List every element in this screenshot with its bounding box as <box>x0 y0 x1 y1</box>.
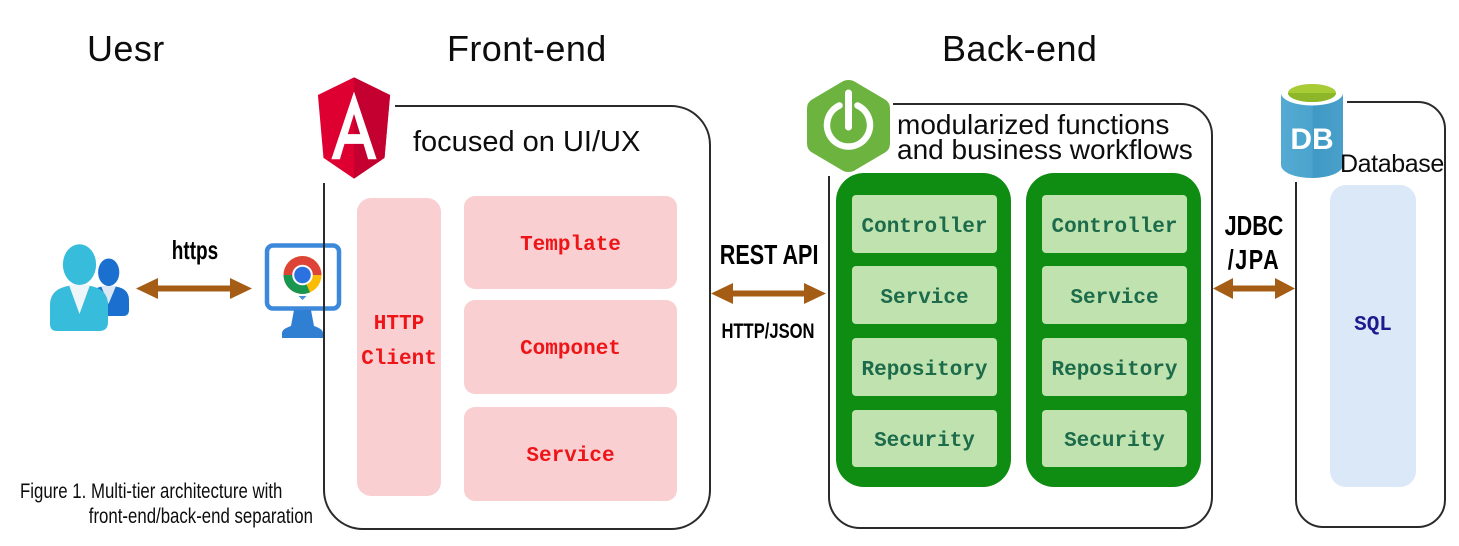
svg-text:DB: DB <box>1290 123 1333 156</box>
